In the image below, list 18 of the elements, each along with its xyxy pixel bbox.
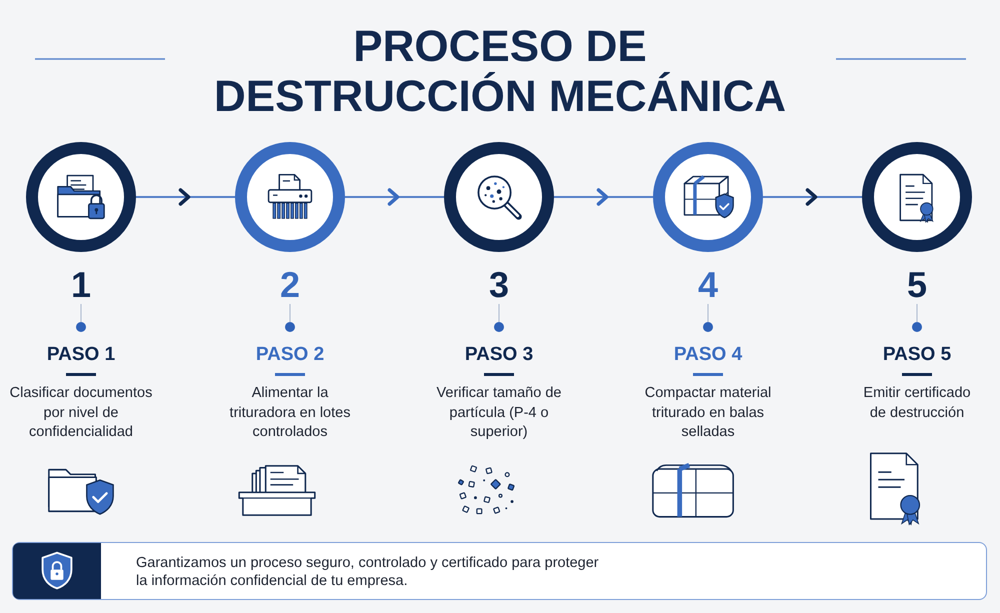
- step-description: Clasificar documentos por nivel de confidencialidad: [8, 384, 154, 442]
- step-number: 3: [488, 267, 510, 303]
- step-number: 5: [906, 267, 928, 303]
- step-title: PASO 2: [256, 344, 324, 366]
- step-description: Verificar tamaño de partícula (P-4 o superior): [436, 384, 562, 442]
- step-description: Alimentar la trituradora en lotes controlados: [228, 384, 352, 442]
- step-title: PASO 3: [464, 344, 534, 366]
- title: PROCESO DE DESTRUCCIÓN MECÁNICA: [213, 22, 787, 122]
- step-description: Compactar material triturado en balas selladas: [644, 384, 772, 442]
- banner-text: Garantizamos un proceso seguro, controlado y certificado para proteger la información confidencial de tu empresa.: [136, 554, 600, 590]
- step-number: 1: [70, 267, 92, 303]
- step-number: 2: [278, 267, 302, 303]
- step-title: PASO 4: [674, 344, 742, 366]
- step-number: 4: [696, 267, 720, 303]
- step-description: Emitir certificado de destrucción: [862, 384, 972, 422]
- info-banner: [12, 542, 987, 600]
- step-title: PASO 5: [882, 344, 952, 366]
- step-title: PASO 1: [46, 344, 116, 366]
